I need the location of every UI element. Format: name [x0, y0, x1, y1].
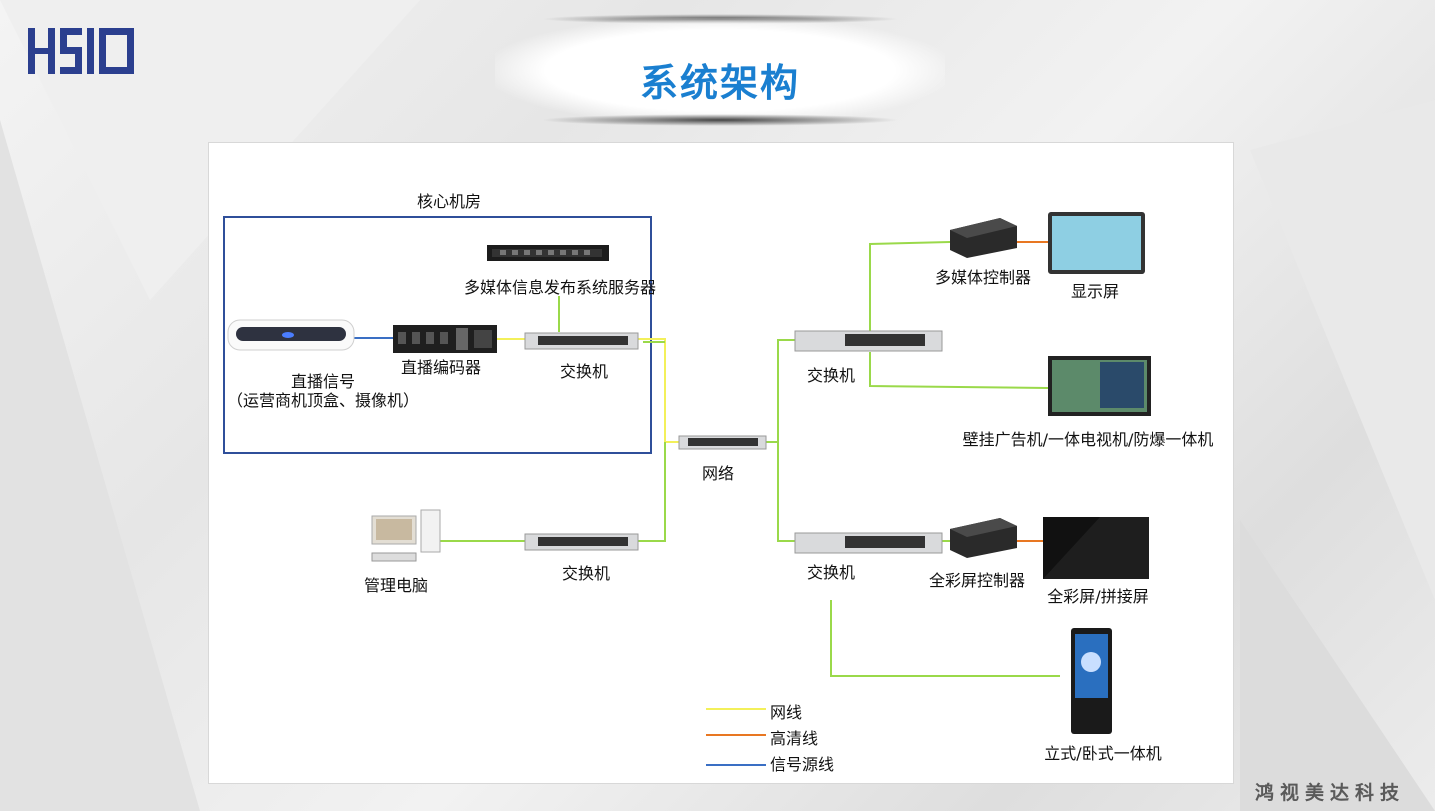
legend-label-signal: 信号源线 [770, 755, 835, 774]
kiosk-device [1071, 628, 1112, 734]
lan-line-network-right [766, 339, 795, 443]
legend-label-hd: 高清线 [770, 729, 819, 748]
set-top-box-device [227, 319, 355, 351]
page-title: 系统架构 [639, 61, 800, 105]
live-encoder-device [393, 325, 497, 353]
legend-label-lan: 网线 [770, 703, 803, 722]
fullcolor-controller-device [950, 518, 1017, 558]
lan-line-kiosk [830, 600, 1060, 677]
lan-line-core-network [638, 338, 679, 443]
title-band [495, 18, 945, 123]
server-device [487, 245, 609, 261]
core-room-box [223, 216, 652, 454]
lan-line-media-controller [869, 241, 951, 332]
lan-line-admin-network [638, 442, 666, 542]
switch-network-device [678, 435, 767, 450]
switch-right-bottom-label: 交换机 [806, 563, 856, 582]
fullcolor-screen-device [1043, 517, 1149, 579]
wall-ad-device [1048, 356, 1151, 416]
switch-admin-device [524, 533, 639, 551]
fullcolor-screen-label: 全彩屏/拼接屏 [1047, 587, 1149, 606]
title-shadow-bottom [540, 114, 900, 126]
media-controller-device [950, 218, 1017, 258]
wall-ad-label: 壁挂广告机/一体电视机/防爆一体机 [962, 430, 1214, 449]
live-signal-label: 直播信号 [290, 372, 356, 391]
switch-admin-label: 交换机 [561, 564, 611, 583]
media-controller-label: 多媒体控制器 [934, 268, 1032, 287]
server-label: 多媒体信息发布系统服务器 [463, 278, 657, 297]
live-encoder-label: 直播编码器 [400, 358, 482, 377]
switch-core-label: 交换机 [559, 362, 609, 381]
live-signal-sublabel: （运营商机顶盒、摄像机） [226, 391, 420, 410]
company-logo [28, 28, 134, 74]
lan-line-wall-ad [869, 352, 1049, 389]
admin-pc-label: 管理电脑 [363, 576, 429, 595]
fullcolor-controller-label: 全彩屏控制器 [928, 571, 1026, 590]
switch-right-bottom-device [794, 532, 943, 554]
core-room-label: 核心机房 [416, 192, 482, 211]
kiosk-label: 立式/卧式一体机 [1044, 744, 1162, 763]
switch-right-top-device [794, 330, 943, 352]
network-label: 网络 [701, 464, 735, 483]
switch-core-device [524, 332, 639, 350]
switch-right-top-label: 交换机 [806, 366, 856, 385]
display-device [1048, 212, 1145, 274]
display-label: 显示屏 [1070, 282, 1120, 301]
admin-pc-device [371, 509, 441, 562]
company-name: 鸿视美达科技 [1254, 782, 1405, 804]
